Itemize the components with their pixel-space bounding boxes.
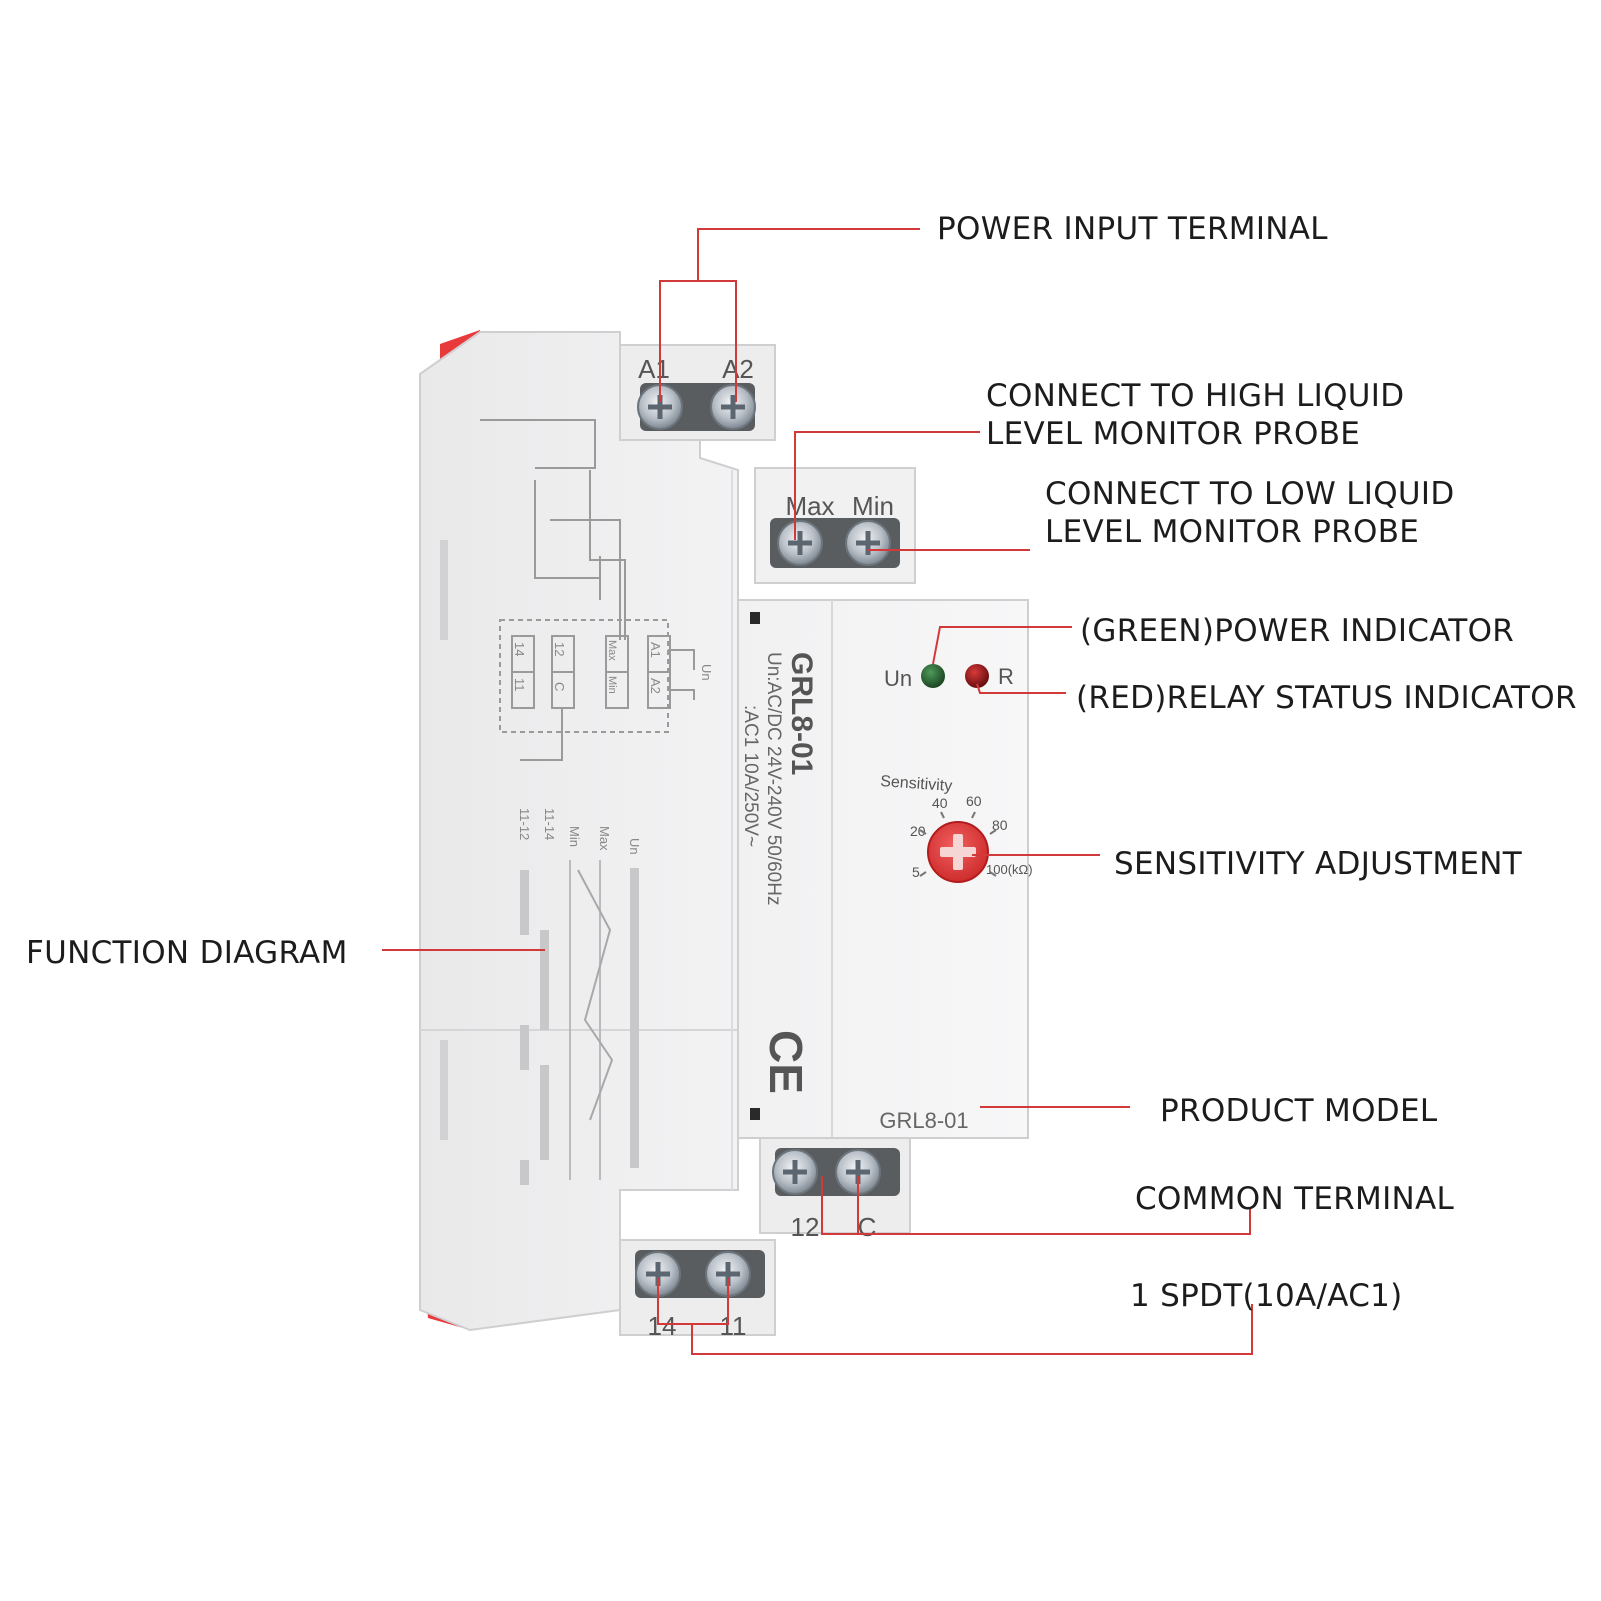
indicator-label-r: R [998,664,1014,689]
ce-mark: CE [760,1030,812,1094]
screw-11 [705,1251,751,1297]
dial-ticks [919,811,997,877]
callout-low-probe-line1: CONNECT TO LOW LIQUID [1045,476,1455,512]
scale-80: 80 [992,817,1008,833]
scale-40: 40 [932,795,948,811]
schematic-label-14: 14 [512,642,527,656]
function-timing-diagram [520,860,639,1185]
wiring-schematic [480,419,695,761]
timing-label-1114: 11-14 [542,808,557,840]
screw-12 [772,1149,818,1195]
callout-function-diagram: FUNCTION DIAGRAM [26,935,348,971]
timing-label-min: Min [567,826,582,847]
terminal-label-14: 14 [648,1311,677,1341]
terminal-label-c: C [858,1212,877,1242]
timing-label-un: Un [627,838,642,855]
screw-a2 [710,384,756,430]
schematic-label-11: 11 [512,678,527,692]
side-spec-line1: Un:AC/DC 24V-240V 50/60Hz [763,652,784,905]
sensitivity-knob[interactable] [927,821,989,883]
schematic-label-a2: A2 [648,678,663,694]
terminal-label-min: Min [852,491,894,521]
callout-high-probe-line1: CONNECT TO HIGH LIQUID [986,378,1405,414]
timing-label-1112: 11-12 [517,808,532,840]
screw-min [845,520,891,566]
terminal-label-max: Max [785,491,834,521]
terminal-label-a2: A2 [722,354,754,384]
scale-20: 20 [910,823,926,839]
sensitivity-title: Sensitivity [880,773,953,795]
callout-common-terminal: COMMON TERMINAL [1135,1181,1455,1217]
front-model-label: GRL8-01 [879,1108,968,1133]
screw-14 [635,1251,681,1297]
schematic-label-c: C [552,682,567,691]
side-model-text: GRL8-01 [785,652,818,775]
callout-spdt: 1 SPDT(10A/AC1) [1130,1278,1403,1314]
callout-power-indicator: (GREEN)POWER INDICATOR [1080,613,1515,649]
screw-c [835,1149,881,1195]
scale-100: 100(kΩ) [986,862,1033,877]
callout-sensitivity: SENSITIVITY ADJUSTMENT [1114,846,1523,882]
schematic-label-12: 12 [552,642,567,656]
schematic-label-a1: A1 [648,642,663,658]
callout-product-model: PRODUCT MODEL [1160,1093,1438,1129]
scale-5: 5 [912,864,920,880]
terminal-label-12: 12 [791,1212,820,1242]
timing-label-max: Max [597,826,612,851]
green-power-led [921,664,945,688]
callout-power-input: POWER INPUT TERMINAL [937,211,1328,247]
schematic-label-min: Min [606,676,618,694]
callout-relay-indicator: (RED)RELAY STATUS INDICATOR [1076,680,1577,716]
scale-60: 60 [966,793,982,809]
terminal-label-11: 11 [720,1311,747,1341]
schematic-label-un: Un [699,664,714,681]
middle-terminal-block [754,467,916,584]
side-spec-line2: :AC1 10A/250V~ [740,705,761,847]
terminal-label-a1: A1 [638,354,670,384]
red-relay-led [965,664,989,688]
leader-lines [382,228,1253,1355]
callout-low-probe-line2: LEVEL MONITOR PROBE [1045,514,1420,550]
relay-body [419,331,776,1332]
schematic-label-max: Max [606,640,618,661]
screw-max [777,520,823,566]
callout-high-probe-line2: LEVEL MONITOR PROBE [986,416,1361,452]
indicator-label-un: Un [884,666,912,691]
